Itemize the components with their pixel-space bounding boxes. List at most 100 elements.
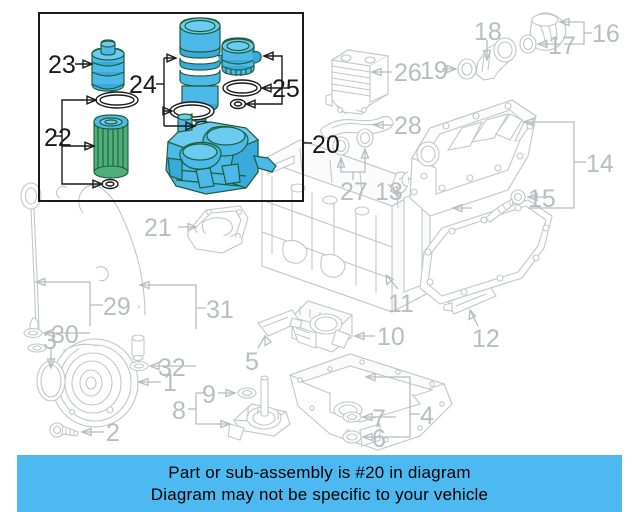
callout-26-number: 26 <box>394 59 422 87</box>
callout-1: 1 <box>137 369 177 397</box>
banner-line-1: Part or sub-assembly is #20 in diagram <box>168 462 471 482</box>
callout-3-number: 3 <box>43 327 57 355</box>
part-oil-level-sensor-seal <box>237 387 257 399</box>
callout-25-number: 25 <box>272 75 300 103</box>
part-assembly-banner: Part or sub-assembly is #20 in diagram D… <box>17 455 622 512</box>
part-oil-level-sensor <box>227 375 291 441</box>
callout-15: 15 <box>451 185 556 213</box>
part-oil-cooler <box>325 49 390 115</box>
callout-23-number: 23 <box>48 51 76 79</box>
callout-18: 18 <box>474 18 502 62</box>
callout-22-number: 22 <box>44 124 72 152</box>
callout-28: 28 <box>372 112 422 140</box>
callout-20-number: 20 <box>312 131 340 159</box>
callout-4: 4 <box>364 372 434 438</box>
callout-24: 24 <box>129 53 197 131</box>
part-engine-block <box>260 139 432 313</box>
callout-11: 11 <box>385 273 414 318</box>
part-crankshaft-seal <box>36 360 66 402</box>
callout-26: 26 <box>370 59 422 87</box>
callout-17-number: 17 <box>548 32 576 60</box>
callout-19: 19 <box>420 57 458 85</box>
callout-5: 5 <box>245 334 273 376</box>
part-drain-washer <box>342 411 362 423</box>
callout-32: 32 <box>148 354 196 382</box>
part-windage-baffle <box>257 309 303 337</box>
part-dipstick-seal <box>23 327 43 339</box>
part-valve-cover-gasket <box>419 199 553 305</box>
callout-21-number: 21 <box>144 214 172 242</box>
callout-3: 3 <box>43 327 57 370</box>
callout-15-number: 15 <box>528 185 556 213</box>
callout-25: 25 <box>244 51 300 109</box>
callout-8: 8 <box>172 392 232 429</box>
part-oil-filter-housing <box>165 113 277 195</box>
part-filler-cap-seal <box>519 34 537 54</box>
banner-line-2: Diagram may not be specific to your vehi… <box>150 484 489 504</box>
part-cooler-seal-pair <box>332 128 374 156</box>
part-tube-seal <box>129 360 149 372</box>
callout-22: 22 <box>44 95 104 189</box>
callout-9: 9 <box>202 381 237 409</box>
part-oil-pump <box>290 300 354 353</box>
callout-2-number: 2 <box>106 419 120 447</box>
callout-11-number: 11 <box>388 290 414 318</box>
callout-13-number: 13 <box>375 178 403 206</box>
part-oil-filter-element <box>93 114 129 179</box>
part-oil-pan <box>288 353 453 451</box>
callout-10-number: 10 <box>377 323 405 351</box>
callout-21: 21 <box>144 214 198 242</box>
callout-7-number: 7 <box>372 405 386 433</box>
part-crankshaft-pulley <box>51 338 139 428</box>
part-oil-filter-cap <box>91 39 125 92</box>
callout-16-number: 16 <box>592 20 620 48</box>
part-valve-oring <box>222 79 262 97</box>
callout-20: 20 <box>303 131 340 159</box>
part-filler-neck-seal <box>457 58 477 80</box>
callout-8-number: 8 <box>172 397 186 425</box>
callout-27-number: 27 <box>340 178 368 206</box>
part-oil-filler-neck <box>475 37 517 81</box>
callout-31-number: 31 <box>206 296 234 324</box>
part-filter-valve-cap <box>221 37 262 76</box>
callout-23: 23 <box>48 51 94 79</box>
part-dipstick <box>20 182 47 353</box>
callout-6-number: 6 <box>372 425 386 453</box>
part-filter-seal-small <box>101 178 119 190</box>
callout-18-number: 18 <box>474 18 502 46</box>
callout-9-number: 9 <box>202 381 216 409</box>
callout-30: 30 <box>42 321 90 349</box>
callout-29-number: 29 <box>103 293 131 321</box>
part-pulley-bolt <box>49 422 79 438</box>
callout-29: 29 <box>34 277 131 326</box>
callout-14-number: 14 <box>586 150 614 178</box>
part-oil-pressure-sensor <box>485 189 526 223</box>
callout-30-number: 30 <box>51 321 79 349</box>
callout-27: 27 <box>336 147 370 206</box>
callout-19-number: 19 <box>420 57 448 85</box>
callout-17: 17 <box>536 32 576 60</box>
callout-32-number: 32 <box>158 354 186 382</box>
callout-14: 14 <box>522 117 614 209</box>
callout-10: 10 <box>353 323 405 351</box>
part-oil-cooler-gasket <box>320 115 394 139</box>
part-filter-oring-large <box>95 91 139 109</box>
callout-31: 31 <box>138 280 234 329</box>
callout-13: 13 <box>375 178 403 206</box>
part-oil-pump-cover <box>187 205 249 254</box>
callout-16: 16 <box>558 17 620 48</box>
callout-4-number: 4 <box>420 402 434 430</box>
callout-2: 2 <box>80 419 120 447</box>
callout-6: 6 <box>361 425 396 453</box>
callout-24-number: 24 <box>129 71 157 99</box>
part-valve-seal-small <box>229 98 247 110</box>
callout-28-number: 28 <box>394 112 422 140</box>
part-drain-plug <box>342 430 362 444</box>
part-valve-cover <box>401 99 537 217</box>
callout-1-number: 1 <box>163 369 177 397</box>
callout-12: 12 <box>468 308 500 353</box>
part-dipstick-tube <box>55 184 146 362</box>
callout-5-number: 5 <box>245 348 259 376</box>
